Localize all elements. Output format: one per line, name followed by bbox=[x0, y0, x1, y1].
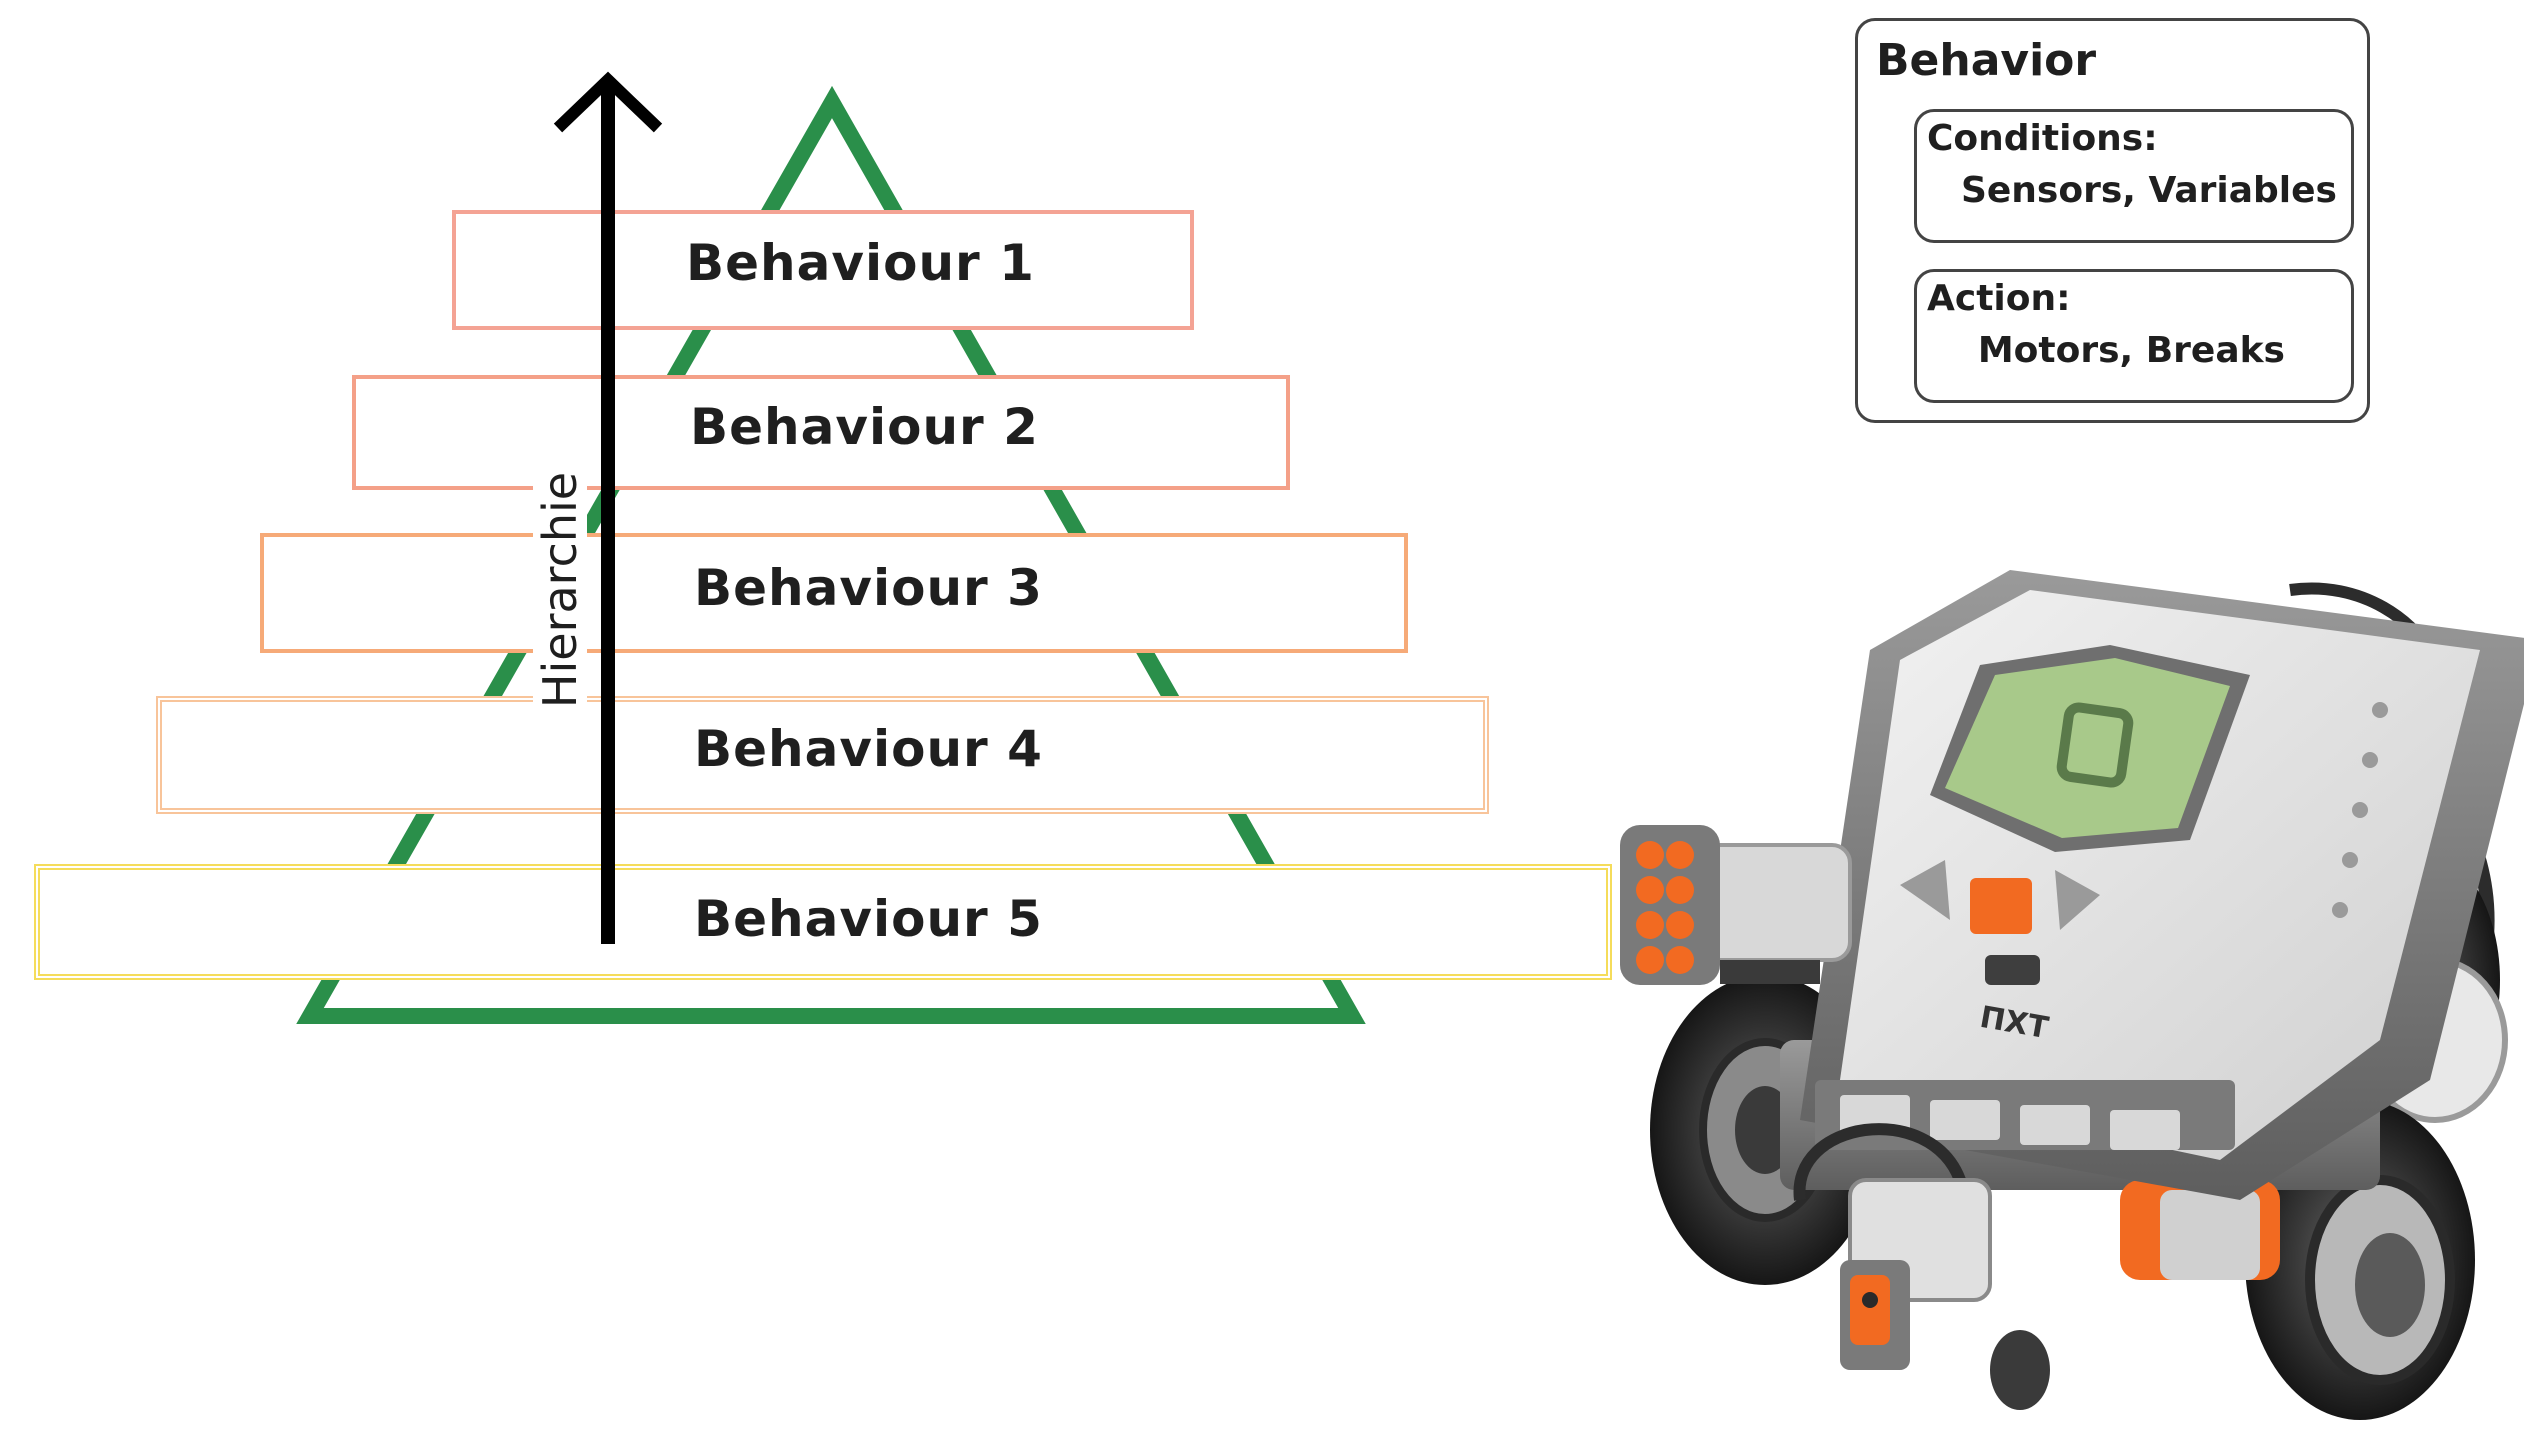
hierarchy-arrow bbox=[553, 71, 663, 944]
nxt-screen bbox=[1945, 658, 2230, 838]
nxt-button-left bbox=[1900, 860, 1950, 920]
nxt-button-right bbox=[2055, 870, 2100, 930]
legend-conditions-body: Sensors, Variables bbox=[1960, 170, 2337, 211]
behaviour-label-2: Behaviour 2 bbox=[690, 398, 1039, 456]
behaviour-box-1 bbox=[452, 210, 1194, 330]
legend-title: Behavior bbox=[1876, 35, 2097, 86]
behaviour-box-4 bbox=[156, 696, 1489, 814]
behaviour-label-1: Behaviour 1 bbox=[686, 234, 1035, 292]
legend-conditions-box: Conditions: Sensors, Variables bbox=[1914, 109, 2354, 243]
legend-conditions-heading: Conditions: bbox=[1927, 118, 2158, 159]
behaviour-box-2 bbox=[352, 375, 1290, 490]
nxt-button-enter bbox=[1970, 878, 2032, 934]
behaviour-box-5 bbox=[34, 864, 1612, 980]
nxt-button-cancel bbox=[1985, 955, 2040, 985]
behavior-legend: Behavior Conditions: Sensors, Variables … bbox=[1855, 18, 2370, 423]
behaviour-box-3 bbox=[260, 533, 1408, 653]
nxt-robot-image: ΠXT bbox=[1620, 570, 2524, 1420]
hierarchy-label-text: Hierarchie bbox=[533, 461, 587, 719]
light-sensor bbox=[1793, 1123, 1992, 1370]
wheel-right bbox=[2245, 1100, 2475, 1420]
legend-action-body: Motors, Breaks bbox=[1977, 330, 2285, 371]
legend-action-box: Action: Motors, Breaks bbox=[1914, 269, 2354, 403]
behaviour-label-3: Behaviour 3 bbox=[694, 559, 1043, 617]
nxt-brick: ΠXT bbox=[1800, 570, 2524, 1200]
behaviour-label-5: Behaviour 5 bbox=[694, 890, 1043, 948]
legend-action-heading: Action: bbox=[1927, 278, 2071, 319]
behaviour-label-4: Behaviour 4 bbox=[694, 720, 1043, 778]
ultrasonic-sensor bbox=[1620, 825, 1852, 985]
